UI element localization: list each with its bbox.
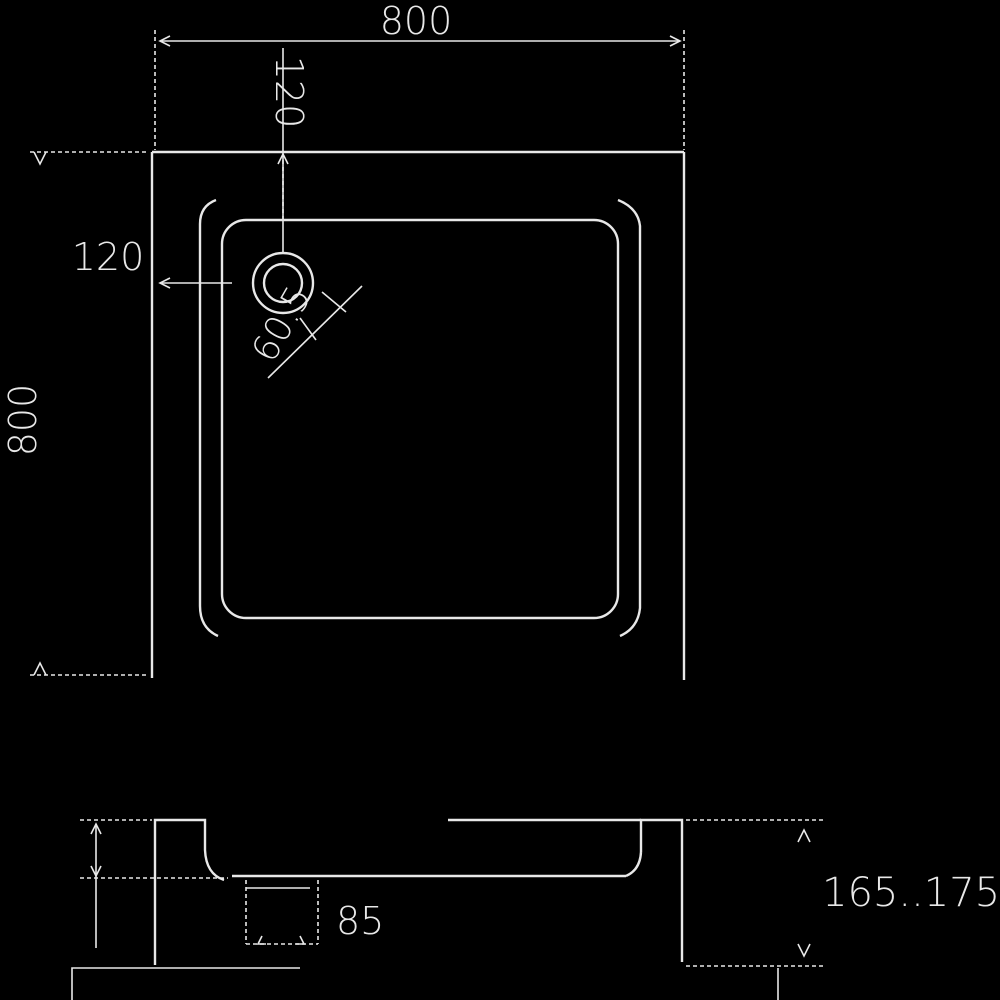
plan-view: 800 120 120 60.5 800: [1, 0, 686, 680]
drain-left-offset-dimension: 120: [72, 235, 232, 289]
drain-top-offset-label: 120: [267, 56, 311, 129]
drain-top-offset-arrow: [277, 152, 289, 165]
drain-left-offset-label: 120: [72, 235, 145, 279]
drain-left-offset-arrow: [158, 277, 171, 289]
drain-outer-ring: [251, 251, 315, 315]
drain-symbol: [251, 251, 363, 379]
depth-arrow-bottom: [33, 661, 47, 676]
drain-diameter-leader: [267, 285, 363, 379]
rim-height-arrow-mid: [90, 865, 102, 878]
width-arrow-left: [158, 35, 171, 47]
width-dimension: 800: [154, 0, 685, 150]
basin-outline: [220, 218, 620, 620]
tray-section-left-curve: [203, 849, 225, 882]
drain-inner-ring: [262, 262, 304, 304]
drain-depth-label: 85: [336, 899, 384, 943]
width-label: 800: [380, 0, 453, 43]
rim-height-arrow-top: [90, 822, 102, 835]
side-view: 85 165..175: [71, 818, 1000, 1000]
drain-top-offset-dimension: 120: [267, 48, 311, 252]
drain-body: 85: [245, 880, 384, 945]
floor-line: [71, 967, 300, 1000]
drain-diameter-tick-b: [321, 291, 347, 313]
tray-section-left-wall: [153, 818, 207, 965]
total-height-dimension: 165..175: [686, 819, 1000, 967]
total-height-arrow-bottom: [797, 943, 811, 958]
tray-section-right-curve: [625, 851, 643, 878]
tray-section-right-wall: [639, 818, 684, 962]
width-arrow-right: [669, 35, 682, 47]
total-height-label: 165..175: [822, 870, 1000, 916]
depth-label: 800: [1, 384, 45, 457]
rim-corner-top-right: [617, 198, 642, 638]
total-height-arrow-top: [797, 828, 811, 843]
depth-arrow-top: [33, 151, 47, 166]
drain-arrow-left: [256, 935, 266, 945]
drain-arrow-right: [296, 935, 306, 945]
depth-dimension: 800: [1, 151, 148, 676]
drain-diameter-tick-a: [299, 317, 317, 341]
rim-corner-top-left: [198, 198, 219, 638]
rim-height-dimension: [80, 819, 228, 948]
